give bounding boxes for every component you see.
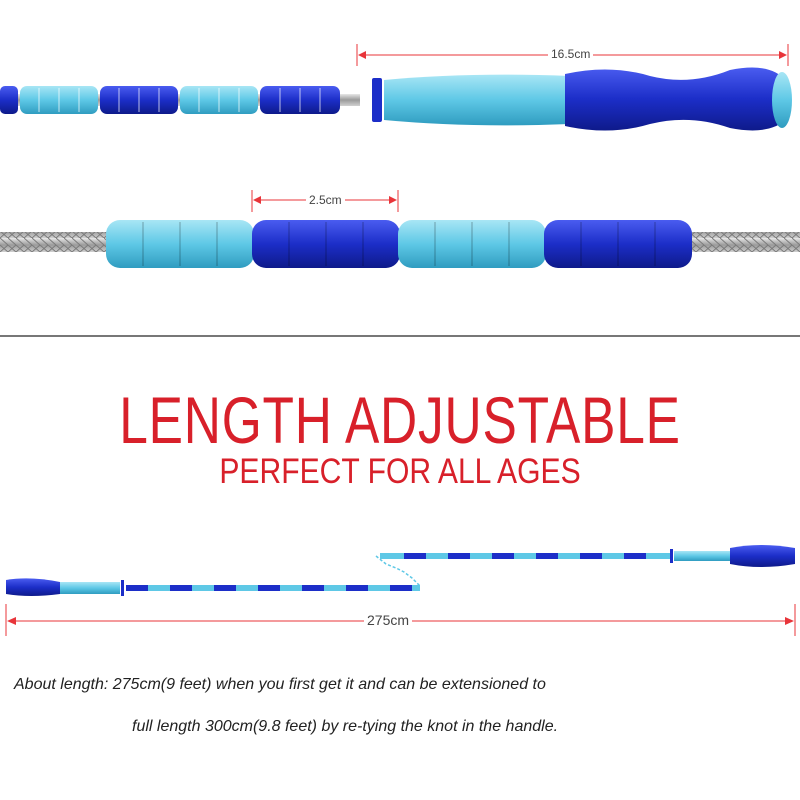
bead-length-label: 2.5cm [306,193,345,207]
closeup-cable-right [690,232,800,252]
handle-length-label: 16.5cm [548,47,594,61]
total-length-label: 275cm [364,612,413,628]
headline-subtitle: PERFECT FOR ALL AGES [219,452,581,491]
full-rope [6,545,795,596]
handle [372,67,792,131]
headline-title: LENGTH ADJUSTABLE [119,383,681,457]
description-line-2: full length 300cm(9.8 feet) by re-tying … [132,718,559,735]
closeup-cable-left [0,232,110,252]
upper-bead-strip [380,553,670,559]
description-line-1: About length: 275cm(9 feet) when you fir… [14,676,546,693]
closeup-bead-row [0,220,800,268]
top-bead-row [0,86,360,114]
lower-bead-strip [126,585,420,591]
